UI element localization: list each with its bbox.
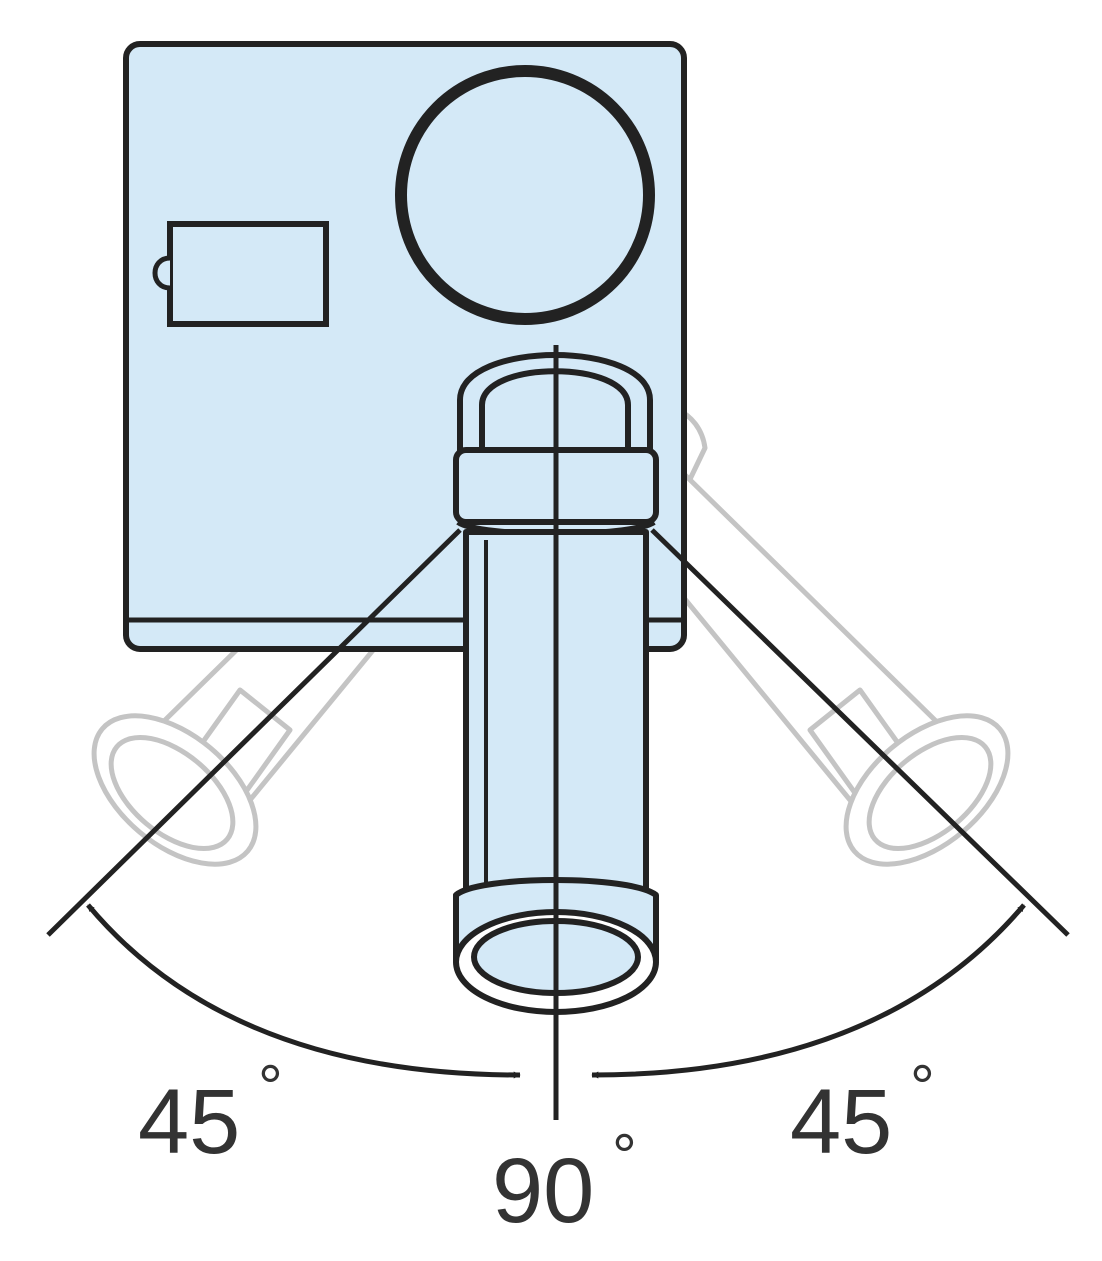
left-axis xyxy=(46,528,462,937)
left-arc xyxy=(86,903,521,1079)
right-axis xyxy=(650,528,1070,937)
center-degree-symbol: ° xyxy=(612,1122,637,1191)
left-angle-label: 45 xyxy=(138,1071,240,1173)
rotation-arcs xyxy=(86,903,1026,1079)
round-outlet xyxy=(395,65,655,325)
reference-lines xyxy=(46,345,1070,1120)
rectangular-port xyxy=(167,221,329,327)
center-angle-label: 90 xyxy=(492,1140,594,1242)
port-tab xyxy=(152,255,171,291)
right-degree-symbol: ° xyxy=(910,1053,935,1122)
right-angle-label: 45 xyxy=(790,1071,892,1173)
left-degree-symbol: ° xyxy=(258,1053,283,1122)
right-arc xyxy=(591,903,1026,1079)
